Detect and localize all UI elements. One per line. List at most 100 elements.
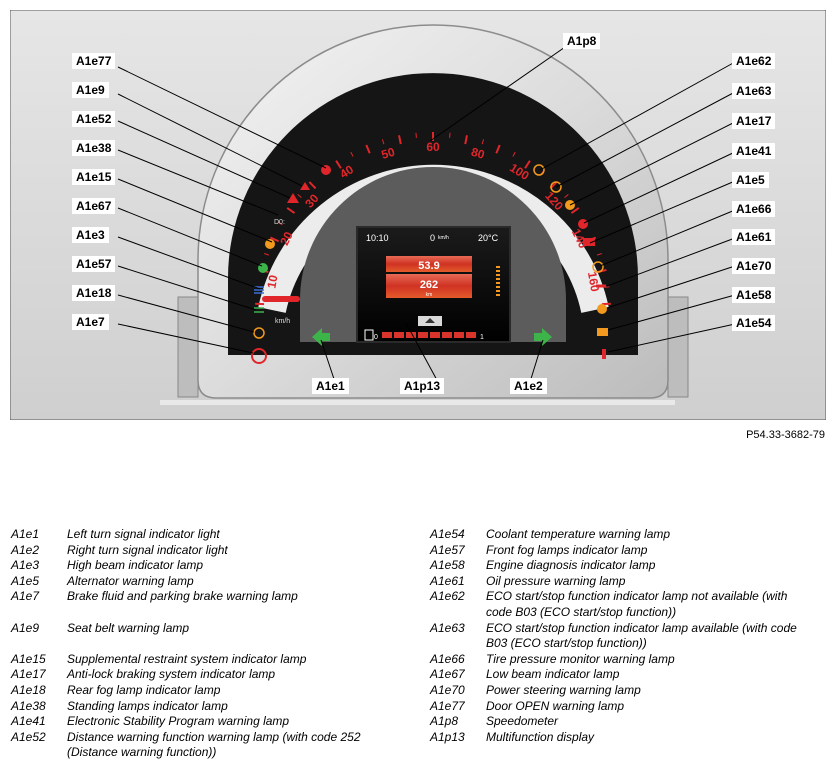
legend-description [67, 636, 371, 652]
legend-description: Coolant temperature warning lamp [486, 527, 671, 541]
legend-row: A1e52 Distance warning function warning l… [11, 730, 371, 746]
legend-code: A1e2 [11, 542, 40, 557]
speed-tick-label: 50 [380, 145, 397, 162]
legend-row: A1e63 ECO start/stop function indicator l… [430, 621, 810, 637]
callout-A1e57: A1e57 [72, 256, 116, 272]
legend-code: A1e15 [11, 651, 46, 666]
legend-description: Alternator warning lamp [67, 573, 194, 588]
callout-A1p8: A1p8 [563, 33, 601, 49]
figure-reference-code: P54.33-3682-79 [746, 429, 825, 441]
legend-row: A1e1 Left turn signal indicator light [11, 527, 371, 543]
speed-tick [335, 160, 342, 169]
display-value-top: 53.9 [418, 260, 439, 272]
callout-leader-lines [117, 44, 736, 383]
legend-code: A1e5 [11, 573, 40, 588]
legend-row [11, 636, 371, 652]
speed-tick [297, 194, 302, 199]
legend-description: Door OPEN warning lamp [486, 698, 625, 713]
speed-tick [365, 144, 371, 154]
speed-unit-label: km/h [275, 318, 290, 325]
legend-code: A1e54 [430, 527, 465, 541]
legend-code: A1e3 [11, 558, 40, 573]
callout-A1e5: A1e5 [732, 172, 769, 188]
speed-tick [481, 139, 485, 145]
callout-A1e61: A1e61 [732, 229, 776, 245]
alternator-icon [583, 238, 595, 246]
legend-description: Left turn signal indicator light [67, 527, 220, 541]
legend-code: A1e52 [11, 729, 46, 744]
callout-A1e66: A1e66 [732, 201, 776, 217]
legend-description: Low beam indicator lamp [486, 667, 620, 682]
speed-tick [570, 207, 580, 214]
eco-available-icon [550, 181, 562, 193]
speed-tick [277, 221, 283, 226]
legend-row: A1e5 Alternator warning lamp [11, 574, 371, 590]
speed-tick-label: 20 [277, 229, 296, 247]
legend-code [430, 605, 486, 621]
legend-code: A1e63 [430, 620, 465, 635]
legend-row: (Distance warning function)) [11, 745, 371, 761]
callout-A1p13: A1p13 [400, 378, 445, 394]
legend-description: ECO start/stop function indicator lamp a… [486, 620, 797, 635]
coolant-temperature-icon [602, 349, 606, 359]
callout-A1e52: A1e52 [72, 111, 116, 127]
legend-row: A1e62 ECO start/stop function indicator l… [430, 589, 810, 605]
callout-A1e58: A1e58 [732, 287, 776, 303]
door-open-icon [321, 165, 331, 175]
svg-text:1: 1 [480, 334, 484, 341]
legend-code: A1e1 [11, 527, 40, 541]
legend-description: Tire pressure monitor warning lamp [486, 651, 675, 666]
left-indicator-lamps: D0: [251, 165, 331, 364]
legend-description: Anti-lock braking system indicator lamp [67, 667, 276, 682]
right-turn-signal-icon [534, 328, 552, 346]
callout-A1e70: A1e70 [732, 258, 776, 274]
speed-tick-label: 10 [264, 274, 280, 290]
legend-code: A1e77 [430, 698, 465, 713]
legend-code: A1e17 [11, 667, 46, 682]
display-speed-unit: km/h [438, 235, 449, 241]
legend-description: code B03 (ECO start/stop function)) [486, 604, 677, 619]
speed-tick [350, 151, 354, 157]
legend-description: Power steering warning lamp [486, 682, 641, 697]
left-turn-signal-icon [312, 328, 330, 346]
legend-code: A1e38 [11, 698, 46, 713]
speed-tick-label: 60 [426, 140, 440, 154]
speed-tick [269, 236, 280, 243]
legend-description: (Distance warning function)) [67, 745, 217, 760]
legend-description: ECO start/stop function indicator lamp n… [486, 589, 788, 604]
legend-code: A1e58 [430, 558, 465, 573]
legend-code: A1e7 [11, 589, 40, 604]
callout-A1e17: A1e17 [732, 113, 776, 129]
speed-tick [495, 144, 501, 154]
right-indicator-lamps [533, 164, 608, 359]
legend-description: High beam indicator lamp [67, 558, 204, 573]
esp-icon [578, 219, 588, 229]
legend-description: Rear fog lamp indicator lamp [67, 682, 221, 697]
legend-row: A1e66 Tire pressure monitor warning lamp [430, 652, 810, 668]
rear-fog-icon [253, 327, 265, 339]
legend-description: Front fog lamps indicator lamp [486, 542, 648, 557]
legend-description: Electronic Stability Program warning lam… [67, 714, 290, 729]
brake-warning-icon [251, 348, 267, 364]
legend-code [11, 745, 67, 761]
legend-code: A1e62 [430, 589, 465, 604]
legend-code: A1e66 [430, 651, 465, 666]
legend-code [430, 636, 486, 652]
callout-A1e67: A1e67 [72, 198, 116, 214]
legend-description: Distance warning function warning lamp (… [67, 729, 361, 744]
speed-tick [398, 135, 402, 145]
callout-A1e3: A1e3 [72, 227, 109, 243]
